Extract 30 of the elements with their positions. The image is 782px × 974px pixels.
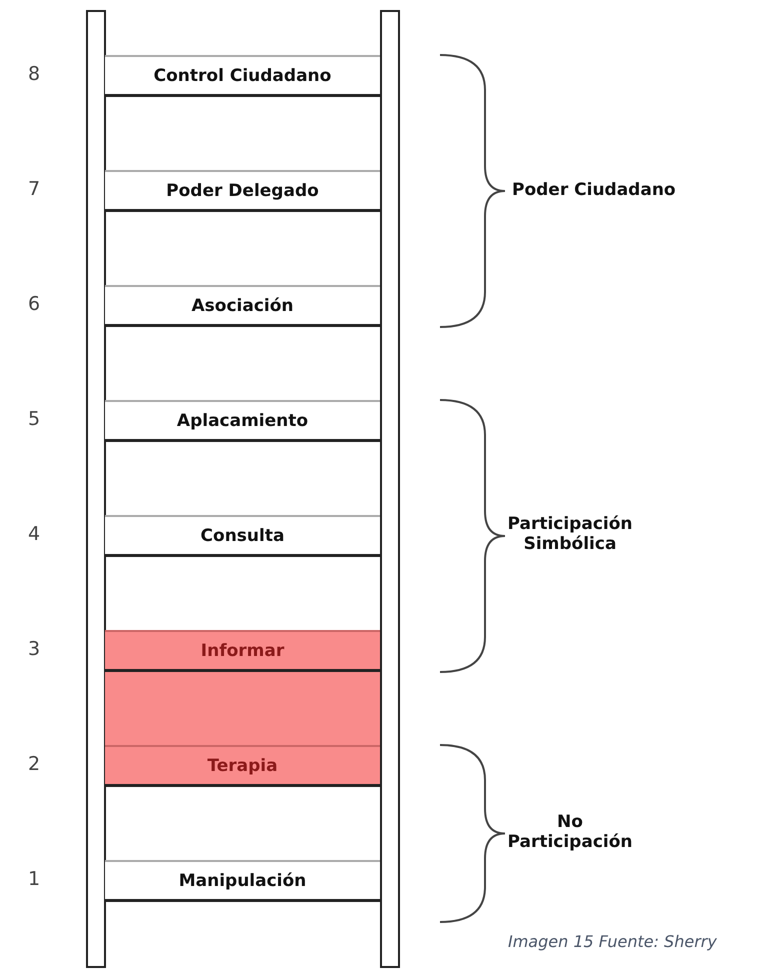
rung-label: Asociación — [191, 296, 294, 316]
ladder-rail — [86, 10, 106, 968]
rung-number: 1 — [28, 868, 40, 890]
group-label: Poder Ciudadano — [512, 180, 676, 200]
ladder-rung — [105, 55, 380, 97]
ladder-rung — [105, 285, 380, 327]
rung-number: 7 — [28, 178, 40, 200]
group-label: Participación Simbólica — [506, 514, 634, 554]
rung-number: 4 — [28, 523, 40, 545]
rung-label: Manipulación — [178, 870, 306, 890]
ladder-rung — [105, 400, 380, 442]
caption: Imagen 15 Fuente: Sherry — [508, 932, 717, 951]
rung-label: Informar — [200, 640, 284, 660]
rung-label: Aplacamiento — [176, 410, 308, 430]
ladder-rail — [380, 10, 400, 968]
rung-label: Poder Delegado — [166, 180, 319, 200]
rung-number: 6 — [28, 293, 40, 315]
rung-number: 2 — [28, 753, 40, 775]
rung-label: Control Ciudadano — [154, 66, 332, 86]
rung-label: Consulta — [200, 526, 284, 546]
rung-label: Terapia — [207, 756, 278, 776]
ladder-rung — [105, 170, 380, 212]
ladder-rung — [105, 515, 380, 557]
ladder-rung — [105, 630, 380, 672]
ladder-rung — [105, 745, 380, 787]
rung-number: 3 — [28, 638, 40, 660]
group-label: No Participación — [506, 812, 634, 852]
rung-number: 8 — [28, 63, 40, 85]
rung-number: 5 — [28, 408, 40, 430]
ladder-rung — [105, 860, 380, 902]
